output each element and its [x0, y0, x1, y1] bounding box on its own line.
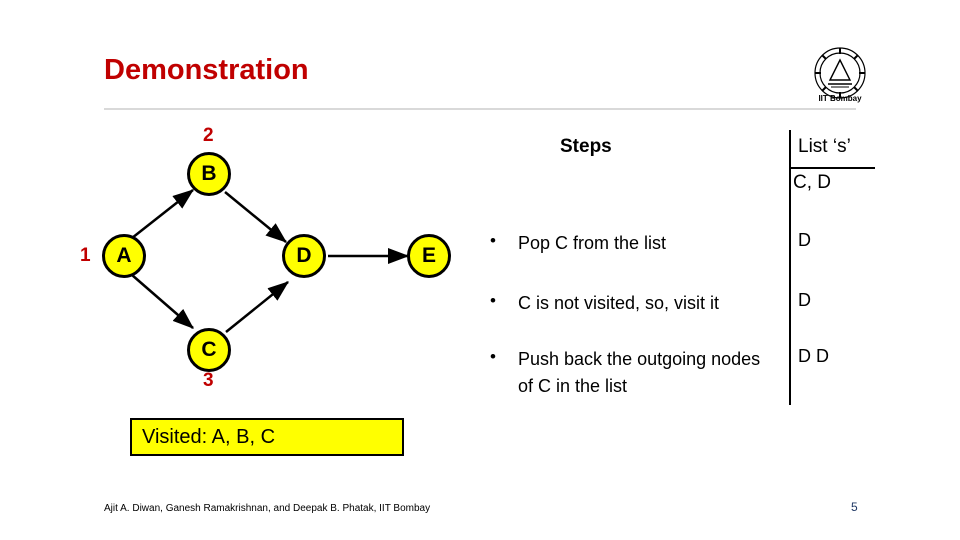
bullet-icon: • [490, 347, 496, 366]
graph-node-a: A [102, 234, 146, 278]
list-value: D D [798, 346, 829, 366]
steps-column-header: Steps [560, 136, 612, 157]
step-text: Push back the outgoing nodes of C in the… [518, 349, 761, 396]
step-text: Pop C from the list [518, 233, 667, 253]
bullet-icon: • [490, 291, 496, 310]
list-column-header: List ‘s’ [798, 136, 851, 157]
footer-credit: Ajit A. Diwan, Ganesh Ramakrishnan, and … [104, 503, 431, 514]
list-value: D [798, 290, 811, 310]
list-header-underline [789, 167, 875, 169]
iit-bombay-logo-icon [806, 46, 874, 108]
graph-diagram: 2 1 3 B A D E C [60, 120, 500, 420]
node-order-b: 2 [203, 125, 214, 146]
bullet-icon: • [490, 231, 496, 250]
page-number: 5 [851, 500, 858, 514]
graph-node-d: D [282, 234, 326, 278]
visited-nodes-box: Visited: A, B, C [130, 418, 404, 456]
node-order-c: 3 [203, 370, 214, 391]
graph-edges [131, 189, 410, 333]
graph-node-c: C [187, 328, 231, 372]
step-text: C is not visited, so, visit it [518, 293, 720, 313]
node-order-a: 1 [80, 245, 91, 266]
graph-node-b: B [187, 152, 231, 196]
logo-caption: IIT Bombay [818, 94, 862, 103]
page-title: Demonstration [104, 54, 309, 86]
title-divider [104, 108, 856, 110]
graph-node-e: E [407, 234, 451, 278]
column-divider [789, 130, 791, 405]
list-value: D [798, 230, 811, 250]
list-initial-value: C, D [793, 172, 831, 193]
